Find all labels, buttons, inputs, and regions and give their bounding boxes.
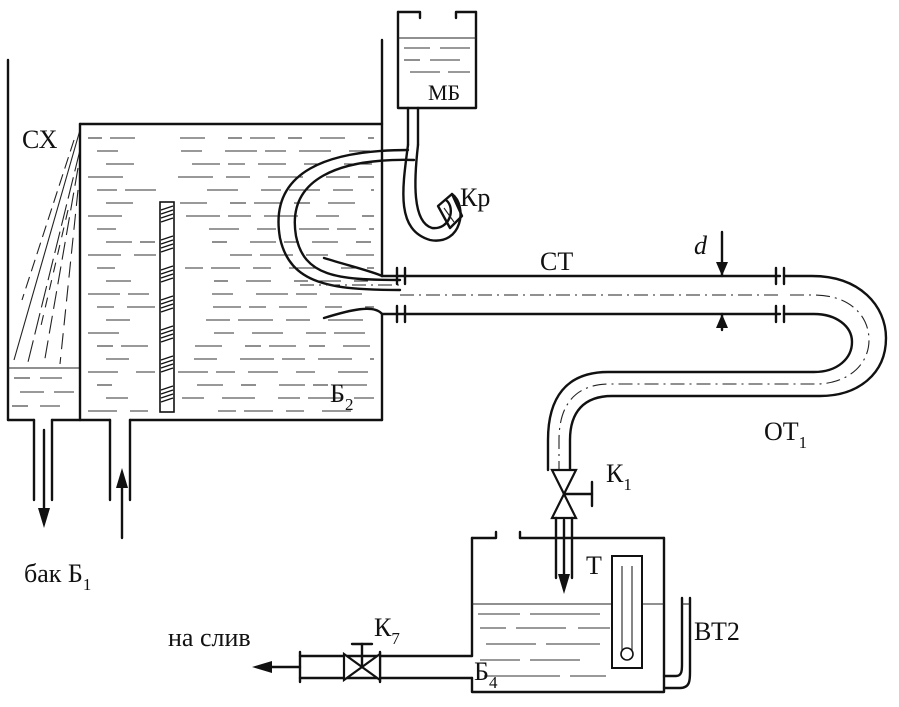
level-tube-vt2	[662, 596, 692, 690]
drain-arrow-down	[38, 428, 50, 528]
label-k1: К1	[606, 459, 632, 494]
diameter-marker	[716, 230, 728, 332]
label-kr: Кр	[460, 183, 490, 212]
tank-b2	[78, 38, 384, 502]
label-k7: К7	[374, 613, 400, 648]
label-b2: Б2	[330, 379, 353, 414]
label-st: СТ	[540, 247, 573, 276]
label-mb: МБ	[428, 80, 460, 105]
tank-sx	[6, 58, 82, 502]
label-sx: СХ	[22, 125, 58, 154]
label-d: d	[694, 231, 708, 260]
label-b4: Б4	[474, 657, 498, 692]
label-ot1: ОТ1	[764, 417, 807, 452]
label-bak-b1: бак Б1	[24, 559, 91, 594]
pipe-inlet	[322, 256, 384, 320]
label-vt2: ВТ2	[694, 617, 740, 646]
valve-k1	[550, 468, 594, 594]
tank-b4	[470, 530, 666, 694]
clamp-kr	[436, 192, 464, 230]
supply-arrow-up	[116, 468, 128, 540]
drain-pipe	[252, 650, 474, 684]
tank-mb	[396, 10, 478, 147]
test-pipe-st	[380, 266, 786, 324]
return-pipe-ot1	[546, 274, 888, 472]
label-na-sliv: на слив	[168, 623, 251, 652]
valve-k7	[342, 642, 382, 683]
label-t: Т	[586, 551, 602, 580]
